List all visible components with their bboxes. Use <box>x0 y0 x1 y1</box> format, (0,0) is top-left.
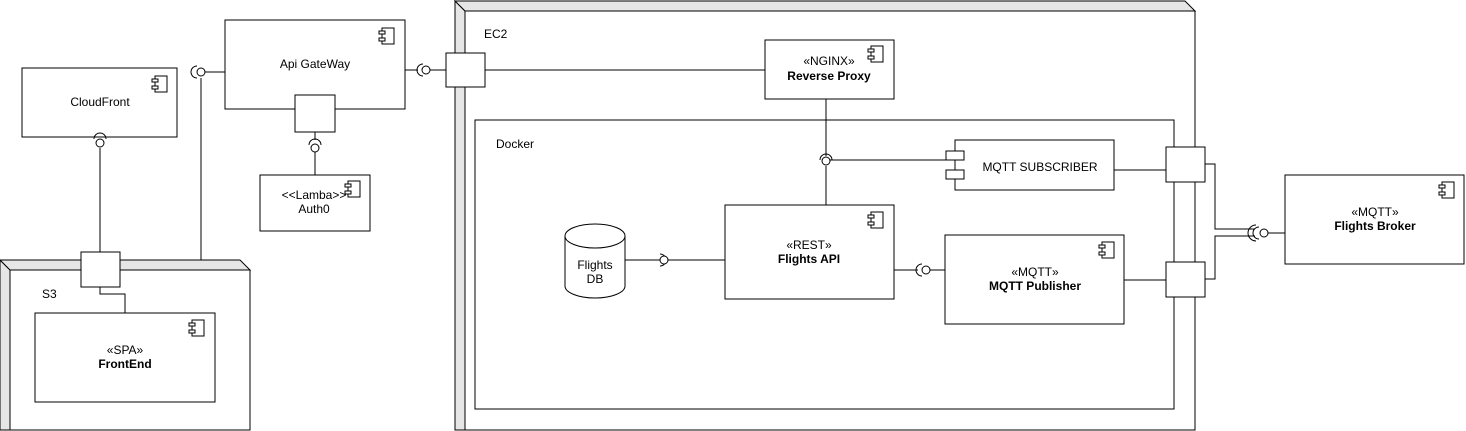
broker-required-interface-icon <box>1247 224 1285 242</box>
s3-frontend-link <box>99 287 126 313</box>
lambda-required-interface-icon <box>308 138 322 175</box>
mqtt-subscriber-name: MQTT SUBSCRIBER <box>982 160 1097 174</box>
cloudfront-required-interface-icon <box>93 132 107 148</box>
mqtt-publisher-component[interactable]: «MQTT» MQTT Publisher <box>944 234 1125 325</box>
proxy-required-interface-icon <box>819 153 833 166</box>
ec2-gateway-port[interactable] <box>445 52 486 88</box>
lambda-name: Auth0 <box>298 202 330 216</box>
s3-label: S3 <box>42 287 57 301</box>
s3-port[interactable] <box>80 251 121 288</box>
api-gateway-port[interactable] <box>294 94 336 133</box>
api-gateway-left-interface-icon <box>190 65 225 79</box>
api-gateway-component[interactable]: Api GateWay <box>224 19 406 110</box>
reverse-proxy-stereotype: «NGINX» <box>803 54 855 68</box>
ec2-publisher-port[interactable] <box>1165 261 1206 298</box>
flights-broker-component[interactable]: «MQTT» Flights Broker <box>1284 174 1465 265</box>
ec2-label: EC2 <box>484 27 508 41</box>
flights-api-stereotype: «REST» <box>786 238 832 252</box>
db-required-interface-icon <box>625 253 725 267</box>
flights-broker-stereotype: «MQTT» <box>1351 205 1399 219</box>
ec2-subscriber-port[interactable] <box>1165 146 1206 183</box>
mqtt-subscriber-component[interactable]: MQTT SUBSCRIBER <box>945 139 1115 191</box>
api-publisher-interface-icon <box>894 263 945 277</box>
api-gateway-name: Api GateWay <box>280 57 350 71</box>
flights-api-component[interactable]: «REST» Flights API <box>724 204 895 300</box>
cloudfront-component[interactable]: CloudFront <box>21 67 178 138</box>
lambda-auth-component[interactable]: <<Lamba>> Auth0 <box>259 174 371 232</box>
lambda-stereotype: <<Lamba>> <box>282 188 347 202</box>
flights-db-name-line1: Flights <box>577 258 612 272</box>
docker-label: Docker <box>496 137 534 151</box>
reverse-proxy-name: Reverse Proxy <box>787 69 871 83</box>
publisher-broker-link <box>1205 235 1255 280</box>
flights-broker-name: Flights Broker <box>1334 219 1416 233</box>
api-gateway-right-interface-icon <box>405 63 446 77</box>
cloudfront-name: CloudFront <box>70 95 130 109</box>
frontend-name: FrontEnd <box>98 357 151 371</box>
flights-db-name-line2: DB <box>587 272 604 286</box>
subscriber-broker-link <box>1205 163 1255 230</box>
flights-db-database-icon[interactable]: Flights DB <box>564 223 626 299</box>
mqtt-publisher-name: MQTT Publisher <box>989 279 1081 293</box>
frontend-stereotype: «SPA» <box>107 343 144 357</box>
mqtt-publisher-stereotype: «MQTT» <box>1011 265 1059 279</box>
flights-api-name: Flights API <box>778 252 840 266</box>
reverse-proxy-component[interactable]: «NGINX» Reverse Proxy <box>764 39 895 100</box>
frontend-component[interactable]: «SPA» FrontEnd <box>34 312 216 403</box>
